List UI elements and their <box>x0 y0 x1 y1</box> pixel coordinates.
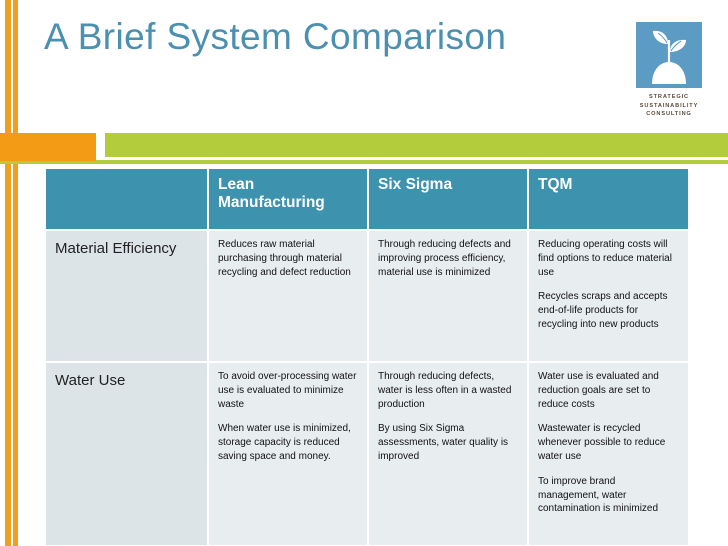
cell-paragraph: When water use is minimized, storage cap… <box>218 423 351 462</box>
column-header-six-sigma: Six Sigma <box>369 169 527 229</box>
comparison-table: Lean Manufacturing Six Sigma TQM Materia… <box>44 167 690 546</box>
column-header-lean-manufacturing: Lean Manufacturing <box>209 169 367 229</box>
row-header-material-efficiency: Material Efficiency <box>46 231 207 361</box>
cell-paragraph: Through reducing defects and improving p… <box>378 239 511 278</box>
cell-water-use-six-sigma: Through reducing defects, water is less … <box>369 363 527 545</box>
company-logo: STRATEGIC SUSTAINABILITY CONSULTING <box>632 22 706 119</box>
green-horizontal-rule <box>0 160 728 164</box>
cell-paragraph: Reducing operating costs will find optio… <box>538 239 672 278</box>
table-corner-cell <box>46 169 207 229</box>
sprout-in-soil-mound-icon <box>636 22 702 88</box>
cell-paragraph: Through reducing defects, water is less … <box>378 371 512 410</box>
cell-paragraph: To improve brand management, water conta… <box>538 475 659 515</box>
table-body: Material Efficiency Reduces raw material… <box>46 231 688 545</box>
cell-material-efficiency-tqm: Reducing operating costs will find optio… <box>529 231 688 361</box>
cell-paragraph: Wastewater is recycled whenever possible… <box>538 423 666 462</box>
logo-wordmark: STRATEGIC SUSTAINABILITY CONSULTING <box>632 93 706 119</box>
cell-paragraph: Water use is evaluated and reduction goa… <box>538 371 659 410</box>
logo-line-1: STRATEGIC <box>648 94 689 100</box>
left-orange-stripe-inner <box>13 0 18 546</box>
cell-paragraph: Reduces raw material purchasing through … <box>218 239 351 278</box>
table-row: Material Efficiency Reduces raw material… <box>46 231 688 361</box>
green-accent-band <box>105 133 728 157</box>
orange-accent-tab <box>0 133 96 161</box>
logo-line-3: CONSULTING <box>646 111 692 118</box>
cell-material-efficiency-lean: Reduces raw material purchasing through … <box>209 231 367 361</box>
cell-material-efficiency-six-sigma: Through reducing defects and improving p… <box>369 231 527 361</box>
cell-water-use-lean: To avoid over-processing water use is ev… <box>209 363 367 545</box>
row-header-water-use: Water Use <box>46 363 207 545</box>
page-title: A Brief System Comparison <box>44 16 507 57</box>
cell-paragraph: By using Six Sigma assessments, water qu… <box>378 423 509 462</box>
column-header-tqm: TQM <box>529 169 688 229</box>
logo-line-2: SUSTAINABILITY <box>639 102 699 109</box>
table-row: Water Use To avoid over-processing water… <box>46 363 688 545</box>
cell-paragraph: To avoid over-processing water use is ev… <box>218 371 357 410</box>
cell-paragraph: Recycles scraps and accepts end-of-life … <box>538 291 668 330</box>
table-header: Lean Manufacturing Six Sigma TQM <box>46 169 688 229</box>
table-header-row: Lean Manufacturing Six Sigma TQM <box>46 169 688 229</box>
left-orange-stripe-outer <box>5 0 11 546</box>
cell-water-use-tqm: Water use is evaluated and reduction goa… <box>529 363 688 545</box>
